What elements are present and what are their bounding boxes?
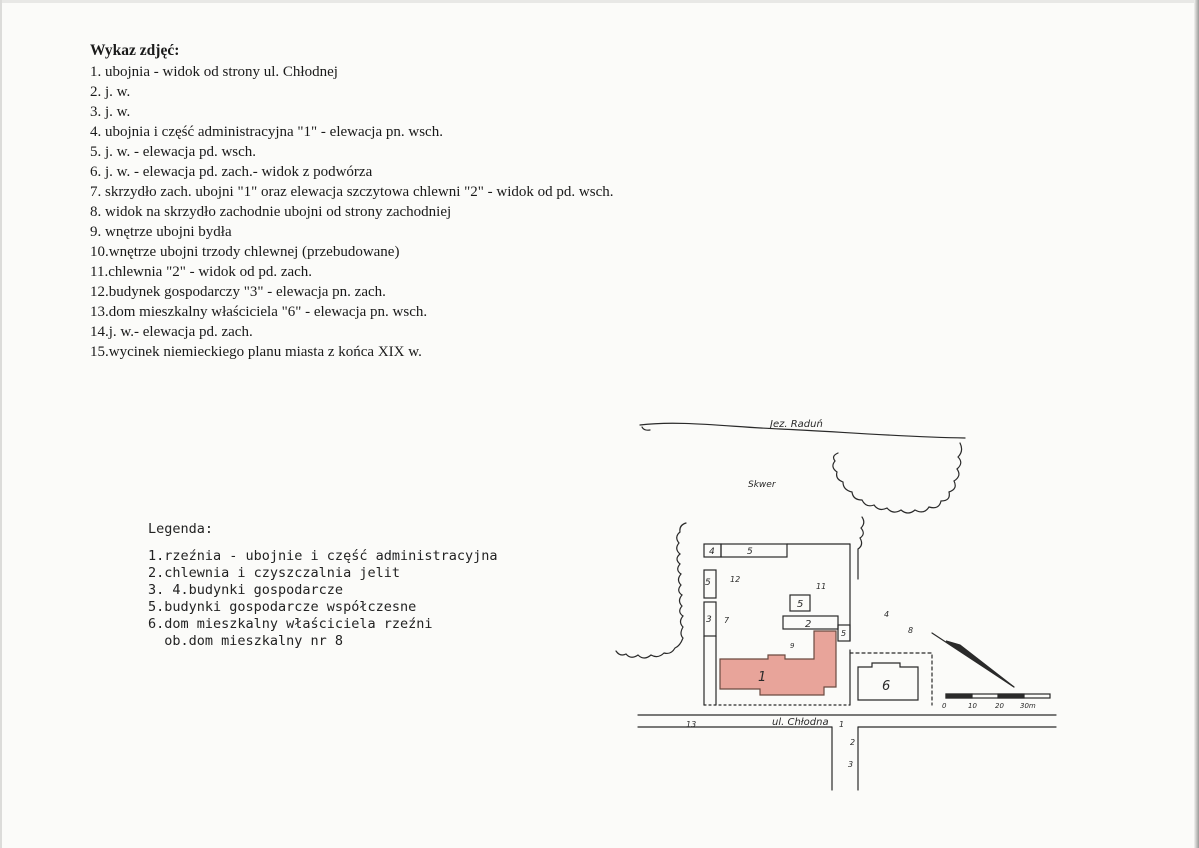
map-legend: Legenda: 1.rzeźnia - ubojnie i część adm… <box>148 521 498 650</box>
photo-marker: 4 <box>884 610 889 619</box>
street-label: ul. Chłodna <box>772 717 829 728</box>
building-number-5: 5 <box>747 547 753 557</box>
building-number-5: 5 <box>841 629 846 638</box>
photo-list-item: 8. widok na skrzydło zachodnie ubojni od… <box>90 204 452 220</box>
legend-title: Legenda: <box>148 521 214 537</box>
photo-list-item: 9. wnętrze ubojni bydła <box>90 224 232 240</box>
fence <box>849 652 933 706</box>
site-plan-sketch: Jez. Raduń Skwer ul. Chłodna 4 5 5 3 5 2… <box>600 405 1060 800</box>
scale-label: 0 <box>942 702 947 710</box>
scan-left-edge <box>0 0 2 848</box>
park-label: Skwer <box>748 480 777 490</box>
building-6 <box>857 662 919 701</box>
site-plan-svg: Jez. Raduń Skwer ul. Chłodna 4 5 5 3 5 2… <box>615 418 1057 791</box>
building-number-6: 6 <box>882 679 890 694</box>
photo-marker: 12 <box>730 575 740 584</box>
photo-list-item: 7. skrzydło zach. ubojni "1" oraz elewac… <box>90 184 614 200</box>
legend-item: 6.dom mieszkalny właściciela rzeźni <box>148 616 433 632</box>
scale-label: 10 <box>968 702 977 710</box>
building-5-east <box>837 624 851 642</box>
photo-list-item: 2. j. w. <box>90 84 131 100</box>
building-number-2: 2 <box>805 619 811 630</box>
legend-item: 2.chlewnia i czyszczalnia jelit <box>148 565 400 581</box>
building-3 <box>703 601 717 637</box>
photo-list-item: 15.wycinek niemieckiego planu miasta z k… <box>90 344 422 360</box>
building-5-west <box>703 569 717 599</box>
photo-list-item: 11.chlewnia "2" - widok od pd. zach. <box>90 264 313 280</box>
photo-marker: 13 <box>686 720 696 729</box>
photo-marker: 2 <box>850 738 855 747</box>
photo-list-item: 10.wnętrze ubojni trzody chlewnej (przeb… <box>90 244 400 260</box>
scale-label: 30m <box>1020 702 1036 710</box>
photo-marker: 1 <box>839 720 844 729</box>
photo-marker: 8 <box>908 626 913 635</box>
building-5-north <box>720 543 788 558</box>
building-2 <box>782 615 839 630</box>
building-5-yard <box>789 594 811 612</box>
lake-shoreline <box>639 422 966 439</box>
photo-list-item: 12.budynek gospodarczy "3" - elewacja pn… <box>90 284 386 300</box>
photo-list-item: 14.j. w.- elewacja pd. zach. <box>90 324 253 340</box>
photo-list-item: 13.dom mieszkalny właściciela "6" - elew… <box>90 304 428 320</box>
scan-right-edge <box>1194 0 1199 848</box>
photo-list: Wykaz zdjęć: 1. ubojnia - widok od stron… <box>90 41 790 362</box>
building-1 <box>719 630 837 696</box>
legend-item: 1.rzeźnia - ubojnie i część administracy… <box>148 548 498 564</box>
photo-marker: 9 <box>790 642 795 650</box>
photo-marker: 11 <box>816 582 826 591</box>
legend-item: 5.budynki gospodarcze współczesne <box>148 599 417 615</box>
building-number-5: 5 <box>705 578 711 588</box>
photo-list-item: 1. ubojnia - widok od strony ul. Chłodne… <box>90 64 338 80</box>
photo-list-item: 4. ubojnia i część administracyjna "1" -… <box>90 124 443 140</box>
photo-list-item: 5. j. w. - elewacja pd. wsch. <box>90 144 257 160</box>
building-number-4: 4 <box>709 547 715 557</box>
building-number-5: 5 <box>797 599 803 610</box>
photo-marker: 7 <box>724 616 730 625</box>
legend-item: ob.dom mieszkalny nr 8 <box>148 633 344 649</box>
legend-item: 3. 4.budynki gospodarcze <box>148 582 344 598</box>
photo-marker: 3 <box>848 760 853 769</box>
lake-label: Jez. Raduń <box>768 418 823 430</box>
scan-top-edge <box>0 0 1199 3</box>
park-boundary <box>832 442 963 514</box>
photo-list-item: 3. j. w. <box>90 104 131 120</box>
photo-list-heading: Wykaz zdjęć: <box>90 42 180 59</box>
building-number-3: 3 <box>706 615 712 625</box>
photo-list-item: 6. j. w. - elewacja pd. zach.- widok z p… <box>90 164 373 180</box>
building-number-1: 1 <box>758 670 766 685</box>
scale-label: 20 <box>995 702 1004 710</box>
